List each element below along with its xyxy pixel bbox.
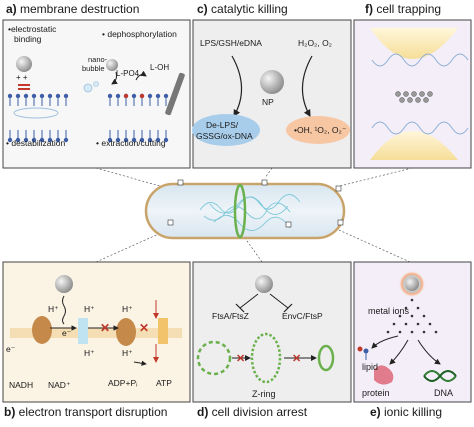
label-h2o2: H₂O₂, O₂: [298, 38, 332, 48]
trapping-net: [371, 53, 469, 135]
cell-bottom-f: [370, 131, 458, 160]
positive-charge-icon: + +: [16, 73, 28, 82]
protein-blob: [374, 365, 394, 385]
complex-3: [116, 318, 136, 346]
panel-a-title: a) membrane destruction: [6, 2, 140, 16]
panel-b: ✕ ✕ H⁺ H⁺ H⁺ H⁺ H⁺ e⁻ e⁻ NADH NAD⁺ ADP+P…: [2, 261, 191, 403]
label-atp: ATP: [156, 378, 172, 388]
label-dna: DNA: [434, 388, 453, 398]
nanoparticle-a1: [16, 56, 32, 72]
cross-mark-d1: ✕: [236, 353, 245, 365]
nanoparticle-b: [55, 275, 73, 293]
label-extraction: • extraction/cutting: [96, 138, 166, 148]
surface-nanoparticles: [167, 179, 344, 228]
dna-helix: [423, 370, 457, 382]
label-hplus-3: H⁺: [122, 304, 133, 314]
cross-mark-2: ✕: [139, 321, 149, 335]
z-ring: [250, 332, 282, 384]
panel-c: LPS/GSH/eDNA H₂O₂, O₂ NP De-LPS/ GSSG/ox…: [192, 19, 352, 169]
complex-2: [78, 318, 88, 344]
nanobubble-icon: [83, 83, 93, 93]
z-ring-central: [233, 183, 247, 239]
panel-e: metal ions lipid protein DNA: [353, 261, 472, 403]
panel-f-title: f) cell trapping: [365, 2, 442, 16]
constricted-ring: [317, 344, 335, 372]
panel-c-title: c) catalytic killing: [197, 2, 288, 16]
atp-synthase: [158, 318, 168, 344]
nanoparticle-d: [255, 275, 273, 293]
label-lpo4: L-PO4: [116, 69, 140, 78]
lipid-head-1: [363, 348, 369, 354]
label-binding: binding: [14, 34, 42, 44]
panel-d: ✕ ✕ FtsA/FtsZ EnvC/FtsP Z-ring: [192, 261, 352, 403]
cross-mark-d2: ✕: [292, 353, 301, 365]
label-hplus-2: H⁺: [84, 304, 95, 314]
lipid-head-2: [357, 346, 363, 352]
panel-a: + +: [2, 19, 191, 169]
label-destabilization: • destabilization: [6, 138, 65, 148]
label-nadplus: NAD⁺: [48, 380, 71, 390]
nanoparticle-e: [405, 277, 419, 291]
trapped-particles: [395, 91, 433, 103]
nucleoid-dna: [199, 194, 301, 231]
label-dephosphorylation: • dephosphorylation: [102, 29, 177, 39]
label-adp: ADP+Pᵢ: [108, 378, 137, 388]
label-delps: De-LPS/: [206, 120, 239, 130]
label-gssg: GSSG/ox-DNA: [196, 131, 253, 141]
label-ros: •OH, ¹O₂, O₂⁻: [294, 125, 347, 135]
charge-stripe-1: [18, 84, 30, 86]
label-hplus-4: H⁺: [84, 348, 95, 358]
label-electrostatic: •electrostatic: [8, 24, 57, 34]
panel-b-title: b) electron transport disruption: [4, 405, 168, 419]
destabilized-region: [13, 107, 59, 119]
nanosheet-blade: [165, 72, 185, 116]
dephos-arrow: [111, 71, 118, 85]
complex-1: [32, 316, 52, 344]
cross-mark-1: ✕: [100, 321, 110, 335]
membrane-band-b: [10, 328, 182, 338]
label-zring: Z-ring: [252, 389, 276, 399]
label-bubble: bubble: [82, 64, 105, 73]
panel-f: [353, 19, 472, 169]
nanobubble-icon-small: [93, 81, 99, 87]
label-lps: LPS/GSH/eDNA: [200, 38, 262, 48]
metal-ion-dots: [386, 298, 438, 334]
lipid-bilayer-a: [7, 93, 169, 143]
label-nano: nano-: [88, 55, 108, 64]
label-hplus-5: H⁺: [122, 348, 133, 358]
inhibit-line-left: [239, 293, 259, 309]
charge-stripe-2: [18, 88, 30, 90]
label-loh: L-OH: [150, 63, 169, 72]
cell-top-f: [370, 28, 458, 59]
label-ftsa: FtsA/FtsZ: [212, 311, 249, 321]
disassembled-ring: [196, 340, 232, 376]
oxidized-product-ellipse: [192, 114, 260, 146]
central-bacterium: [95, 167, 413, 263]
label-np: NP: [262, 97, 274, 107]
label-eminus: e⁻: [62, 328, 72, 338]
label-protein: protein: [362, 388, 390, 398]
wavy-path: [62, 295, 66, 325]
inhibit-line-right: [269, 293, 289, 309]
panel-e-title: e) ionic killing: [370, 405, 443, 419]
panel-d-title: d) cell division arrest: [197, 405, 308, 419]
label-lipid: lipid: [362, 362, 378, 372]
arrow-right-c: [301, 55, 313, 118]
label-eminus-left: e⁻: [6, 344, 16, 354]
ros-ellipse: [286, 116, 350, 144]
nanoparticle-c: [260, 70, 284, 94]
label-metal-ions: metal ions: [368, 306, 410, 316]
label-envc: EnvC/FtsP: [282, 311, 323, 321]
nanoparticle-a2: [106, 59, 118, 71]
label-hplus-1: H⁺: [48, 304, 59, 314]
label-nadh: NADH: [9, 380, 33, 390]
loh-arrow: [135, 70, 147, 81]
arrow-left-c: [231, 55, 243, 118]
